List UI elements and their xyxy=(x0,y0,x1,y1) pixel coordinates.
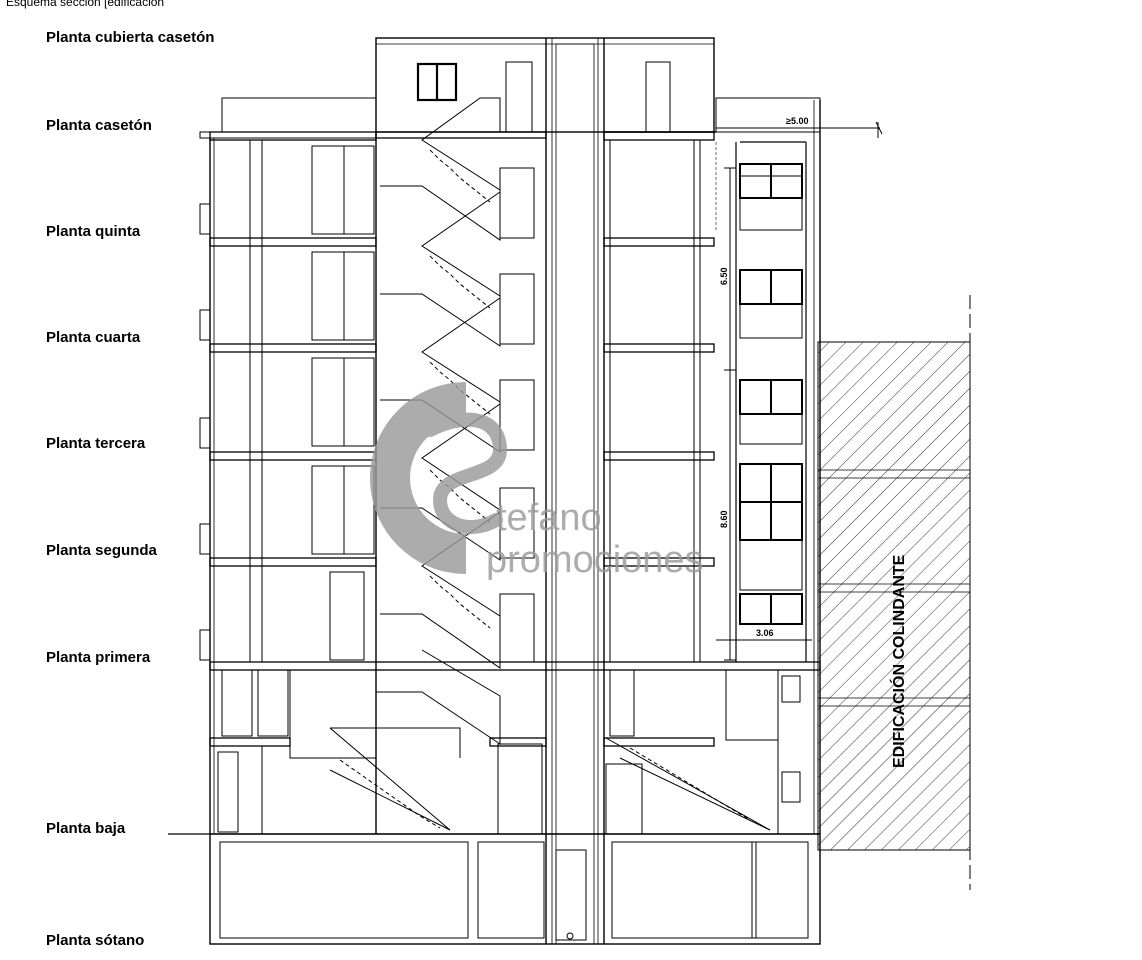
watermark-line2: promociones xyxy=(486,539,704,581)
floor-label-cuarta: Planta cuarta xyxy=(46,329,141,346)
watermark-s-icon xyxy=(370,382,466,574)
floor-label-quinta: Planta quinta xyxy=(46,223,141,240)
dim-bottom-width: 3.06 xyxy=(756,628,774,638)
diagram-caption: Esquema sección [edificación xyxy=(6,0,164,9)
floor-label-sotano: Planta sótano xyxy=(46,932,144,949)
floor-label-cubierta: Planta cubierta casetón xyxy=(46,29,214,46)
floor-label-caseton: Planta casetón xyxy=(46,117,152,134)
floor-label-tercera: Planta tercera xyxy=(46,435,146,452)
adjacent-building-label: EDIFICACIÓN COLINDANTE xyxy=(889,554,908,768)
floor-label-baja: Planta baja xyxy=(46,820,126,837)
watermark-line1: tefano xyxy=(496,497,602,539)
basement-shell xyxy=(209,833,821,945)
dimension-lines xyxy=(716,121,883,661)
dim-top-setback: ≥5.00 xyxy=(786,116,808,126)
caseton-box xyxy=(375,37,715,133)
dim-lower-height: 8.60 xyxy=(719,510,729,528)
floor-label-primera: Planta primera xyxy=(46,649,151,666)
adjacent-building-hatch xyxy=(817,341,971,851)
left-rooms xyxy=(199,140,809,939)
floor-labels: Planta cubierta casetón Planta casetón P… xyxy=(46,29,214,949)
dimension-labels: ≥5.00 6.50 8.60 3.06 xyxy=(719,116,808,638)
adjacent-building xyxy=(817,295,971,890)
floor-label-segunda: Planta segunda xyxy=(46,542,158,559)
elevator-cab xyxy=(555,849,587,941)
watermark-logo: tefano promociones xyxy=(370,382,704,581)
dim-upper-height: 6.50 xyxy=(719,267,729,285)
patio-facade xyxy=(715,141,807,662)
core-doors xyxy=(416,61,671,835)
right-rooms xyxy=(605,140,801,835)
elevator-shaft xyxy=(555,43,595,945)
building-structure xyxy=(199,37,821,945)
floor-slabs xyxy=(209,131,821,747)
